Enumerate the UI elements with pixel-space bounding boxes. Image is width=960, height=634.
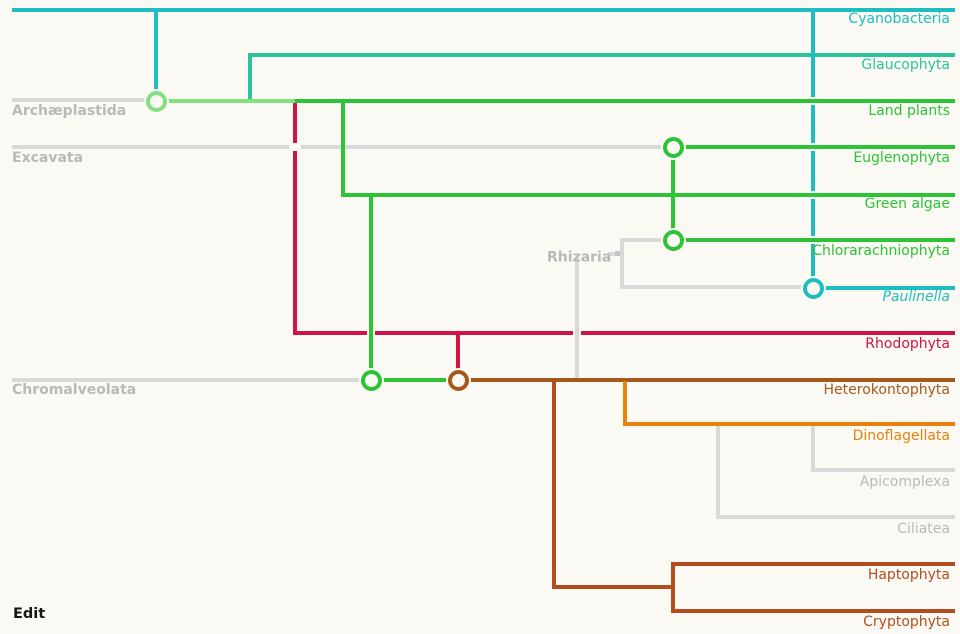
chlorarachniophyta-vertical <box>671 195 675 230</box>
taxon-label-euglenophyta[interactable]: Euglenophyta <box>853 150 950 166</box>
branch-ciliatea <box>716 515 955 519</box>
green-algae-vertical <box>341 99 345 197</box>
taxon-label-cyanobacteria[interactable]: Cyanobacteria <box>848 11 950 27</box>
rhodophyta-vertical-upper <box>293 103 297 143</box>
taxon-label-land-plants[interactable]: Land plants <box>868 103 950 119</box>
branch-cyanobacteria <box>12 8 955 12</box>
red-secondary-vertical <box>456 331 460 370</box>
paulinella-vertical-4 <box>811 199 815 236</box>
euglenophyta-vertical <box>671 157 675 197</box>
clade-label-rhizaria: Rhizaria a <box>547 247 621 265</box>
paulinella-vertical-1 <box>811 8 815 97</box>
taxon-label-ciliatea[interactable]: Ciliatea <box>897 521 950 537</box>
rhodophyta-vertical-lower <box>293 151 297 335</box>
branch-cryptophyta <box>671 609 955 613</box>
taxon-label-paulinella[interactable]: Paulinella <box>882 289 950 305</box>
rhizaria-bracket-vertical <box>620 238 624 289</box>
chromalveolata-stem <box>12 378 361 382</box>
edit-link[interactable]: Edit <box>13 606 46 622</box>
clade-label-chromalveolata: Chromalveolata <box>12 383 136 397</box>
taxon-label-glaucophyta[interactable]: Glaucophyta <box>861 57 950 73</box>
branch-green-algae <box>341 193 955 197</box>
taxon-label-haptophyta[interactable]: Haptophyta <box>867 567 950 583</box>
rhizaria-to-chlorarachniophyta <box>620 238 663 242</box>
paulinella-vertical-3 <box>811 151 815 191</box>
branch-chlorarachniophyta <box>683 238 955 242</box>
branch-rhodophyta-2 <box>375 331 573 335</box>
branch-apicomplexa <box>811 468 955 472</box>
green-chromalveolate-vertical <box>369 193 373 370</box>
branch-heterokontophyta <box>468 378 955 382</box>
branch-paulinella <box>823 286 955 290</box>
clade-label-text: Archæplastida <box>12 103 127 119</box>
endosymbiosis-node-primary-endosymbiosis-paulinella <box>803 278 824 299</box>
archaeplastida-light-segment <box>166 99 295 103</box>
rhizaria-label-connector <box>608 252 624 256</box>
paulinella-vertical-2 <box>811 105 815 143</box>
branch-land-plants <box>295 99 955 103</box>
endosymbiosis-node-secondary-endosymbiosis-green-chromalveolate <box>361 370 382 391</box>
paulinella-vertical-5 <box>811 244 815 278</box>
taxon-label-heterokontophyta[interactable]: Heterokontophyta <box>823 382 950 398</box>
hapto-crypto-bracket <box>671 562 675 613</box>
hapto-crypto-vertical <box>552 381 556 589</box>
branch-dinoflagellata <box>623 422 955 426</box>
taxon-label-dinoflagellata[interactable]: Dinoflagellata <box>852 428 950 444</box>
endosymbiosis-node-primary-endosymbiosis-archaeplastida <box>146 91 167 112</box>
taxon-label-cryptophyta[interactable]: Cryptophyta <box>863 614 950 630</box>
branch-euglenophyta <box>683 145 955 149</box>
clade-label-archaeplastida: Archæplastida <box>12 104 126 118</box>
dinoflagellata-vertical <box>623 381 627 424</box>
endosymbiosis-node-secondary-endosymbiosis-red-chromalveolate <box>448 370 469 391</box>
clade-label-text: Chromalveolata <box>12 382 137 398</box>
excavata-stem-right <box>301 145 663 149</box>
rhizaria-stem-vertical <box>575 258 579 378</box>
endosymbiosis-node-secondary-endosymbiosis-euglenophyta <box>663 137 684 158</box>
apicomplexa-vertical <box>811 424 815 470</box>
endosymbiosis-node-secondary-endosymbiosis-chlorarachniophyta <box>663 230 684 251</box>
taxon-label-rhodophyta[interactable]: Rhodophyta <box>865 336 950 352</box>
rhizaria-to-paulinella <box>620 285 803 289</box>
hapto-crypto-horizontal <box>552 585 675 589</box>
clade-label-text: Excavata <box>12 150 84 166</box>
excavata-stem-left <box>12 145 289 149</box>
taxon-label-apicomplexa[interactable]: Apicomplexa <box>859 474 950 490</box>
taxon-label-chlorarachniophyta[interactable]: Chlorarachniophyta <box>812 243 950 259</box>
branch-haptophyta <box>671 562 955 566</box>
glaucophyta-vertical <box>248 53 252 99</box>
archaeplastida-stem <box>12 98 146 102</box>
branch-rhodophyta-1 <box>293 331 367 335</box>
green-node-connector <box>381 378 447 382</box>
clade-label-footnote: a <box>611 249 621 259</box>
taxon-label-green-algae[interactable]: Green algae <box>864 196 950 212</box>
branch-rhodophyta-3 <box>581 331 955 335</box>
clade-label-excavata: Excavata <box>12 151 83 165</box>
ciliatea-vertical <box>716 424 720 519</box>
clade-label-text: Rhizaria <box>547 249 612 266</box>
primary-endosymbiosis-vertical <box>154 8 158 91</box>
branch-glaucophyta <box>248 53 955 57</box>
